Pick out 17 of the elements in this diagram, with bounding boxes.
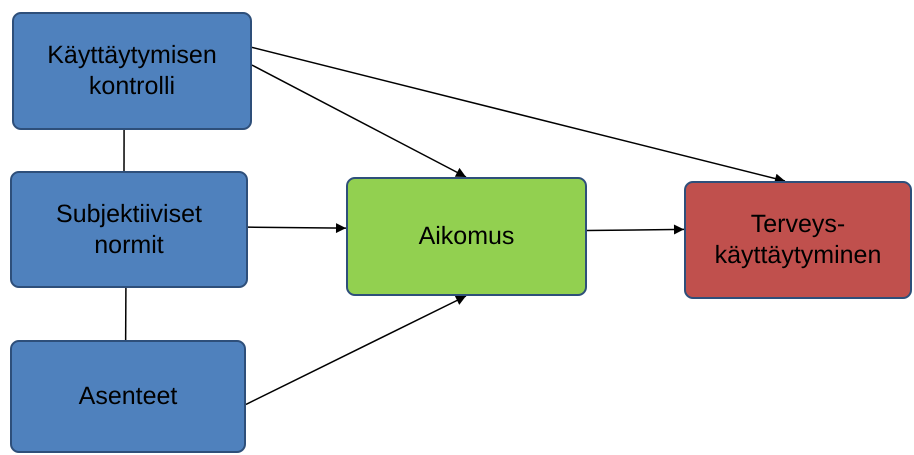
concept-box xyxy=(10,171,248,288)
node-label: Asenteet xyxy=(78,381,178,412)
concept-box xyxy=(10,340,246,453)
node-label: Aikomus xyxy=(418,221,514,252)
arrow xyxy=(246,295,466,406)
arrow xyxy=(248,223,346,234)
concept-box xyxy=(346,177,587,296)
concept-box xyxy=(12,12,252,130)
connector-line xyxy=(123,130,125,171)
outcome-box xyxy=(684,181,912,299)
node-label: Subjektiiviset normit xyxy=(55,198,203,260)
node-label: Terveys- käyttäytyminen xyxy=(714,209,882,271)
node-label: Käyttäytymisen kontrolli xyxy=(46,40,218,102)
arrow xyxy=(252,64,466,178)
arrow xyxy=(586,224,684,234)
connector-line xyxy=(124,288,127,340)
arrow xyxy=(252,46,786,184)
